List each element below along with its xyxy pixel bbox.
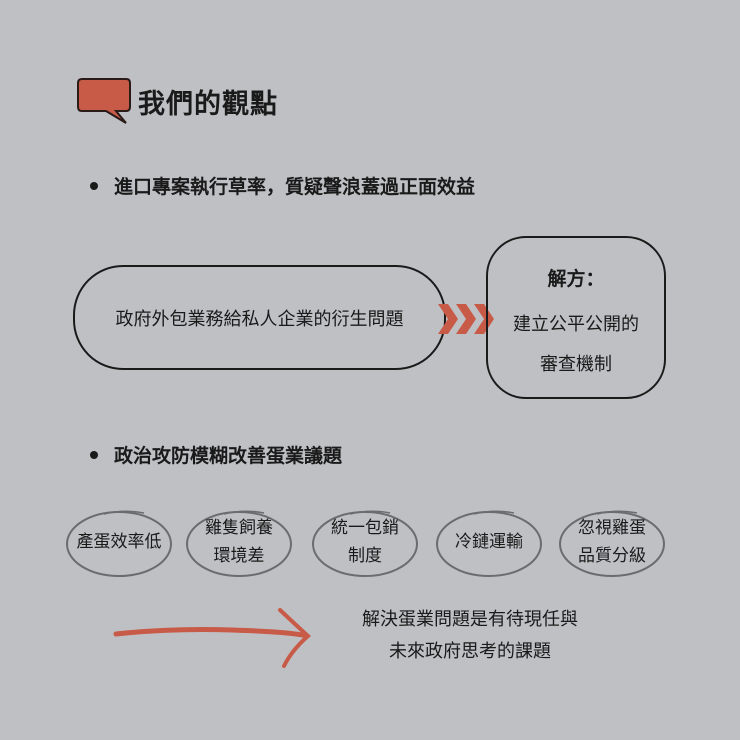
bullet-text: 政治攻防模糊改善蛋業議題: [114, 445, 343, 467]
issue-text-line-1: 忽視雞蛋: [578, 518, 646, 538]
problem-box: 政府外包業務給私人企業的衍生問題: [73, 265, 446, 370]
triple-chevron-right-icon: [438, 304, 494, 334]
issue-text-line-2: 制度: [348, 546, 382, 566]
conclusion-line-2: 未來政府思考的課題: [389, 641, 551, 662]
hand-drawn-oval-icon: [186, 510, 292, 577]
bullet-point-2: 政治攻防模糊改善蛋業議題: [90, 441, 342, 468]
solution-box: 解方： 建立公平公開的 審查機制: [486, 236, 666, 399]
hand-drawn-oval-icon: [436, 510, 542, 577]
solution-heading: 解方：: [547, 268, 605, 290]
issue-text-line-2: 環境差: [213, 546, 265, 566]
hand-drawn-oval-icon: [66, 510, 172, 577]
issue-oval-5: 忽視雞蛋 品質分級: [557, 506, 667, 578]
issue-oval-1: 產蛋效率低: [64, 506, 174, 578]
problem-text: 政府外包業務給私人企業的衍生問題: [115, 308, 404, 330]
issue-oval-4: 冷鏈運輸: [434, 506, 544, 578]
bullet-point-1: 進口專案執行草率，質疑聲浪蓋過正面效益: [90, 172, 475, 199]
conclusion-text: 解決蛋業問題是有待現任與 未來政府思考的課題: [320, 604, 620, 668]
issue-text-line-1: 雞隻飼養: [205, 518, 273, 538]
issue-text-line-1: 統一包銷: [331, 518, 399, 538]
issue-text: 冷鏈運輸: [455, 532, 523, 552]
bullet-dot-icon: [90, 450, 98, 459]
issue-oval-2: 雞隻飼養 環境差: [184, 506, 294, 578]
bullet-text: 進口專案執行草率，質疑聲浪蓋過正面效益: [114, 176, 476, 198]
page-title: 我們的觀點: [138, 89, 278, 120]
hand-drawn-oval-icon: [312, 510, 418, 577]
bullet-dot-icon: [90, 181, 98, 190]
solution-line-1: 建立公平公開的: [513, 314, 639, 335]
issue-text-line-2: 品質分級: [578, 546, 646, 566]
issue-text: 產蛋效率低: [76, 532, 162, 552]
solution-line-2: 審查機制: [540, 354, 612, 375]
issue-oval-3: 統一包銷 制度: [310, 506, 420, 578]
speech-bubble-icon: [77, 78, 131, 124]
long-arrow-right-icon: [113, 608, 312, 668]
conclusion-line-1: 解決蛋業問題是有待現任與: [362, 609, 578, 630]
hand-drawn-oval-icon: [559, 510, 665, 577]
